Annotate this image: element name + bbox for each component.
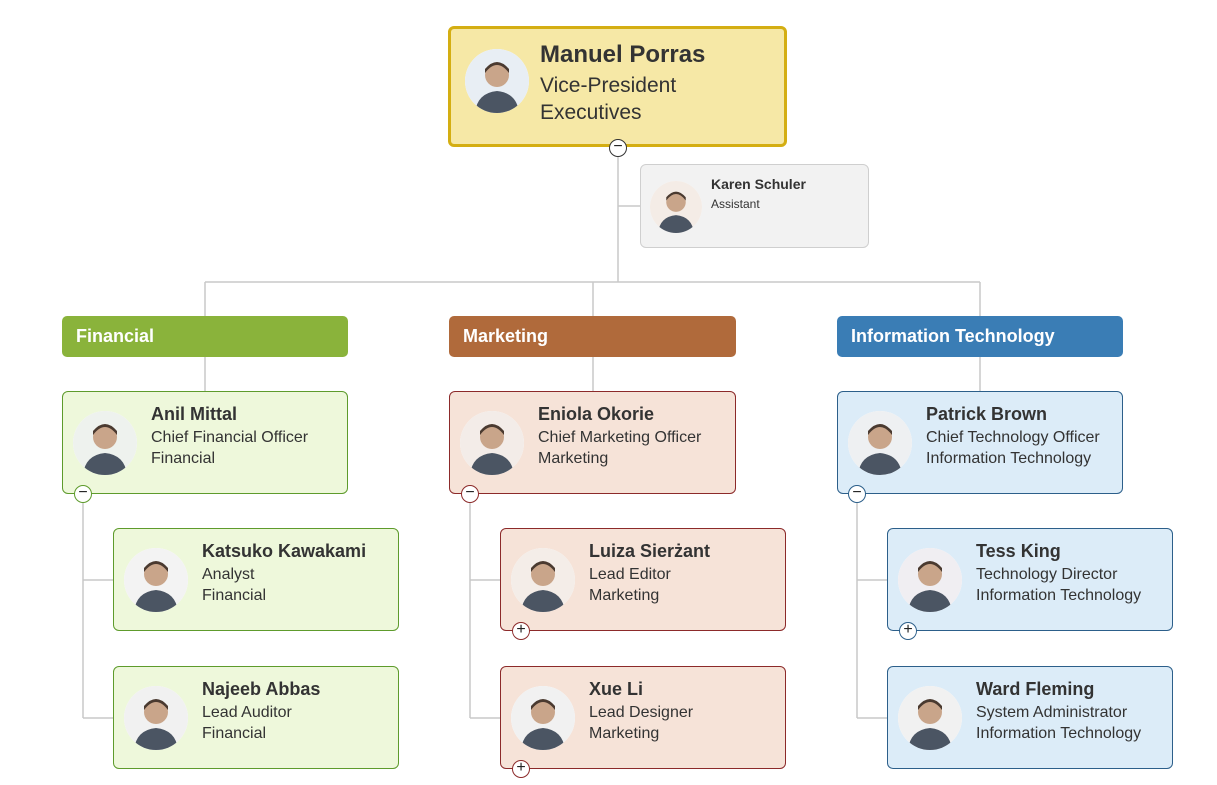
person-name: Anil Mittal bbox=[151, 404, 237, 424]
person-name: Ward Fleming bbox=[976, 679, 1095, 699]
person-department: Information Technology bbox=[976, 725, 1142, 742]
person-card-anil-mittal[interactable]: Anil Mittal Chief Financial Officer Fina… bbox=[62, 391, 348, 494]
person-name: Eniola Okorie bbox=[538, 404, 655, 424]
person-name: Luiza Sierżant bbox=[589, 541, 711, 561]
person-card-najeeb-abbas[interactable]: Najeeb Abbas Lead Auditor Financial bbox=[113, 666, 399, 769]
person-title: Lead Auditor bbox=[202, 704, 292, 721]
avatar bbox=[650, 181, 702, 233]
avatar bbox=[898, 548, 962, 612]
person-title: Chief Technology Officer bbox=[926, 429, 1100, 446]
expand-toggle[interactable]: + bbox=[899, 622, 917, 640]
person-title: Chief Marketing Officer bbox=[538, 429, 702, 446]
person-title: Analyst bbox=[202, 566, 255, 583]
person-name: Katsuko Kawakami bbox=[202, 541, 367, 561]
person-department: Financial bbox=[202, 725, 267, 742]
assistant-card[interactable]: Karen Schuler Assistant bbox=[640, 164, 869, 248]
collapse-toggle[interactable]: − bbox=[848, 485, 866, 503]
person-title: Lead Editor bbox=[589, 566, 671, 583]
person-card-patrick-brown[interactable]: Patrick Brown Chief Technology Officer I… bbox=[837, 391, 1123, 494]
person-department: Marketing bbox=[589, 587, 660, 604]
person-department: Financial bbox=[202, 587, 267, 604]
person-card-xue-li[interactable]: Xue Li Lead Designer Marketing bbox=[500, 666, 786, 769]
dept-header-marketing[interactable]: Marketing bbox=[449, 316, 736, 357]
person-card-eniola-okorie[interactable]: Eniola Okorie Chief Marketing Officer Ma… bbox=[449, 391, 736, 494]
avatar bbox=[124, 548, 188, 612]
person-department: Information Technology bbox=[976, 587, 1142, 604]
collapse-toggle[interactable]: − bbox=[461, 485, 479, 503]
person-card-ward-fleming[interactable]: Ward Fleming System Administrator Inform… bbox=[887, 666, 1173, 769]
avatar bbox=[73, 411, 137, 475]
person-name: Patrick Brown bbox=[926, 404, 1048, 424]
person-department: Marketing bbox=[538, 450, 609, 467]
person-title: Chief Financial Officer bbox=[151, 429, 309, 446]
collapse-toggle[interactable]: − bbox=[609, 139, 627, 157]
avatar bbox=[511, 548, 575, 612]
root-title: Vice-President bbox=[540, 74, 677, 97]
avatar bbox=[460, 411, 524, 475]
assistant-title: Assistant bbox=[711, 197, 760, 211]
avatar bbox=[465, 49, 529, 113]
assistant-name: Karen Schuler bbox=[711, 176, 806, 192]
dept-header-financial[interactable]: Financial bbox=[62, 316, 348, 357]
root-department: Executives bbox=[540, 101, 642, 124]
collapse-toggle[interactable]: − bbox=[74, 485, 92, 503]
person-title: System Administrator bbox=[976, 704, 1128, 721]
person-department: Marketing bbox=[589, 725, 660, 742]
person-title: Technology Director bbox=[976, 566, 1118, 583]
avatar bbox=[511, 686, 575, 750]
person-name: Xue Li bbox=[589, 679, 644, 699]
person-name: Tess King bbox=[976, 541, 1061, 561]
expand-toggle[interactable]: + bbox=[512, 622, 530, 640]
person-card-luiza-sierzant[interactable]: Luiza Sierżant Lead Editor Marketing bbox=[500, 528, 786, 631]
person-card-katsuko-kawakami[interactable]: Katsuko Kawakami Analyst Financial bbox=[113, 528, 399, 631]
expand-toggle[interactable]: + bbox=[512, 760, 530, 778]
dept-header-it[interactable]: Information Technology bbox=[837, 316, 1123, 357]
person-department: Financial bbox=[151, 450, 216, 467]
avatar bbox=[898, 686, 962, 750]
person-title: Lead Designer bbox=[589, 704, 694, 721]
avatar bbox=[848, 411, 912, 475]
person-department: Information Technology bbox=[926, 450, 1092, 467]
person-name: Najeeb Abbas bbox=[202, 679, 321, 699]
avatar bbox=[124, 686, 188, 750]
root-name: Manuel Porras bbox=[540, 41, 706, 68]
root-card[interactable]: Manuel Porras Vice-President Executives bbox=[448, 26, 787, 147]
person-card-tess-king[interactable]: Tess King Technology Director Informatio… bbox=[887, 528, 1173, 631]
